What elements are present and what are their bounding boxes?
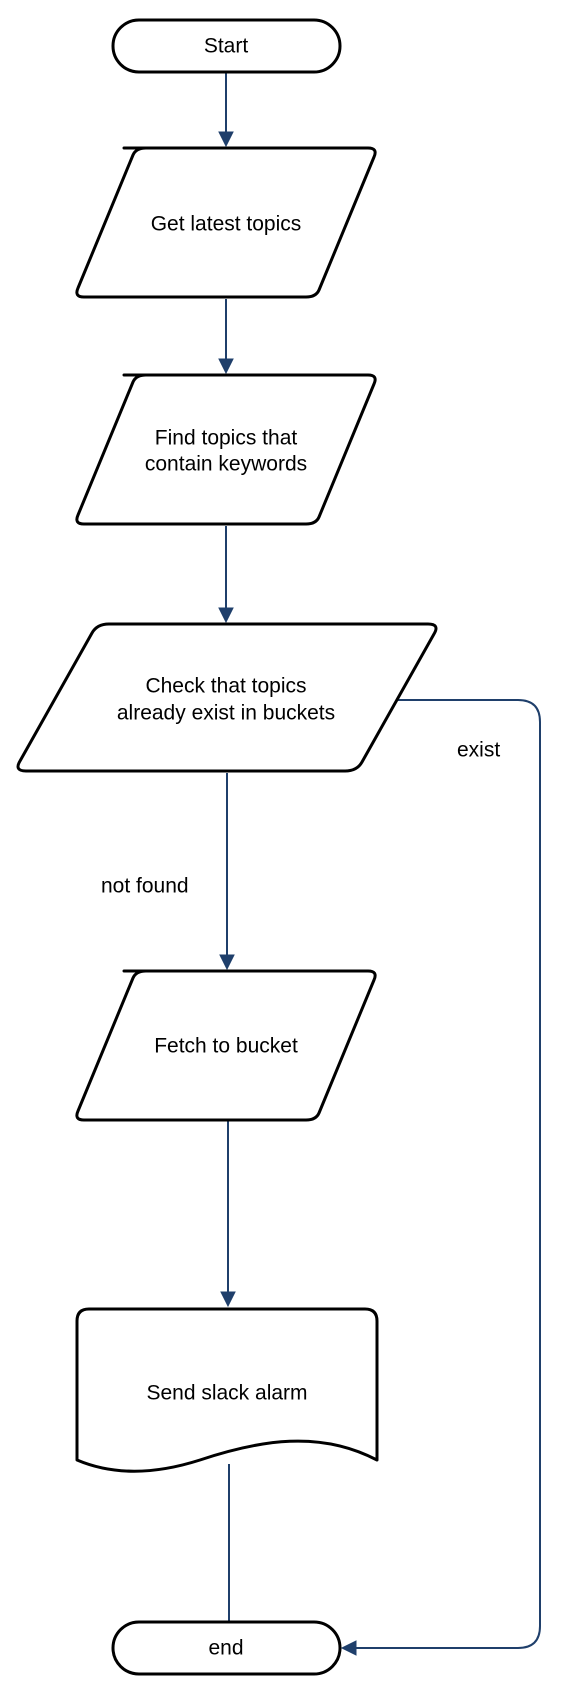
find-topics-parallelogram — [75, 373, 377, 526]
check-topics-parallelogram — [16, 622, 438, 773]
send-alarm-document — [75, 1307, 379, 1473]
node-find-topics: Find topics that contain keywords — [75, 373, 377, 526]
edge-label-not-found: not found — [101, 875, 189, 898]
check-topics-label-line2: already exist in buckets — [117, 702, 335, 725]
edge-check-topics-to-end-exist — [356, 699, 541, 1649]
start-terminator — [111, 18, 342, 74]
arrowhead — [340, 1640, 357, 1656]
node-send-slack-alarm: Send slack alarm — [75, 1307, 379, 1473]
end-terminator — [111, 1620, 342, 1676]
arrowhead — [218, 131, 234, 148]
arrowhead — [218, 358, 234, 375]
fetch-parallelogram — [75, 969, 377, 1122]
arrowhead — [220, 1291, 236, 1308]
fetch-label: Fetch to bucket — [154, 1035, 298, 1058]
node-check-topics: Check that topics already exist in bucke… — [16, 622, 438, 773]
find-topics-label-line1: Find topics that — [155, 427, 298, 450]
find-topics-label-line2: contain keywords — [145, 453, 307, 476]
node-get-latest-topics: Get latest topics — [75, 146, 377, 299]
end-label: end — [208, 1637, 243, 1660]
node-fetch-to-bucket: Fetch to bucket — [75, 969, 377, 1122]
node-start: Start — [111, 18, 342, 74]
edges — [218, 72, 541, 1656]
check-topics-label-line1: Check that topics — [145, 675, 306, 698]
start-label: Start — [204, 35, 249, 58]
edge-label-exist: exist — [457, 739, 500, 762]
arrowhead — [219, 954, 235, 971]
get-topics-parallelogram — [75, 146, 377, 299]
get-topics-label: Get latest topics — [151, 213, 302, 236]
arrowhead — [218, 607, 234, 624]
node-end: end — [111, 1620, 342, 1676]
send-alarm-label: Send slack alarm — [146, 1382, 307, 1405]
